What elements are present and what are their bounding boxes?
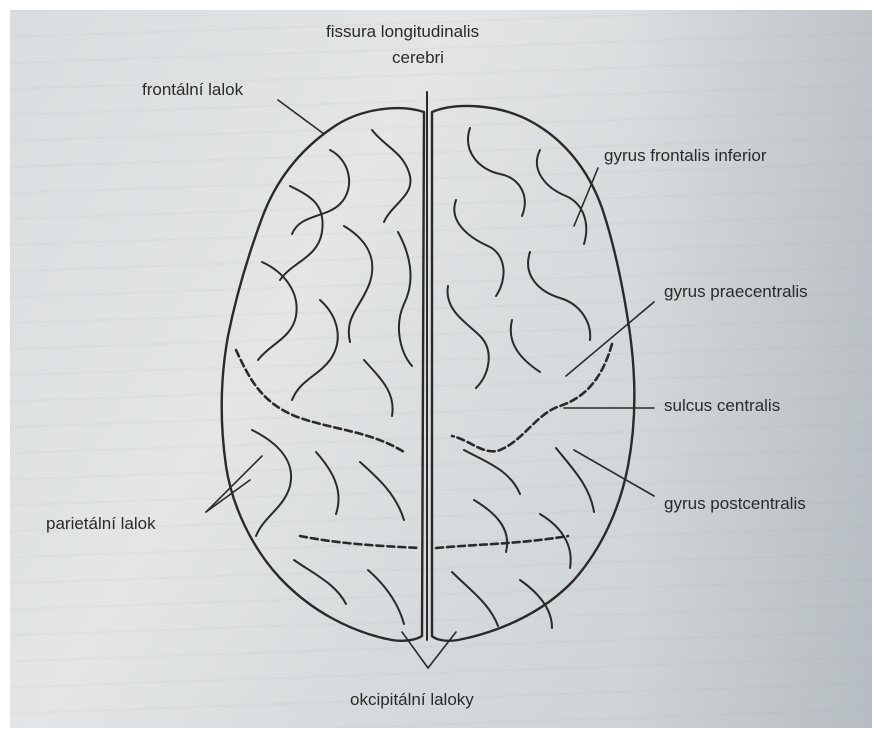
sulcus-centralis-left: [236, 350, 404, 452]
leader-gyrus-praecentralis: [566, 302, 654, 376]
right-gyri: [448, 128, 594, 628]
label-parietalni-lalok: parietální lalok: [46, 514, 156, 534]
leader-okcipitalni-1: [402, 632, 428, 668]
label-sulcus-centralis: sulcus centralis: [664, 396, 780, 416]
parieto-occipital-right: [436, 536, 568, 548]
leader-parietalni-1: [206, 456, 262, 512]
parieto-occipital-left: [300, 536, 420, 548]
left-hemisphere-outline: [222, 108, 424, 641]
sulcus-centralis-right: [452, 344, 612, 451]
leader-gyrus-frontalis-inferior: [574, 168, 598, 226]
label-fissura-line1: fissura longitudinalis: [326, 22, 479, 42]
leader-lines: [206, 100, 654, 668]
leader-frontalni: [278, 100, 324, 134]
leader-parietalni-2: [206, 480, 250, 512]
label-frontalni-lalok: frontální lalok: [142, 80, 243, 100]
left-gyri: [252, 130, 412, 624]
label-okcipitalni-laloky: okcipitální laloky: [350, 690, 474, 710]
right-hemisphere-outline: [432, 106, 634, 641]
label-gyrus-postcentralis: gyrus postcentralis: [664, 494, 806, 514]
label-gyrus-frontalis-inferior: gyrus frontalis inferior: [604, 146, 767, 166]
label-fissura-line2: cerebri: [392, 48, 444, 68]
label-gyrus-praecentralis: gyrus praecentralis: [664, 282, 808, 302]
